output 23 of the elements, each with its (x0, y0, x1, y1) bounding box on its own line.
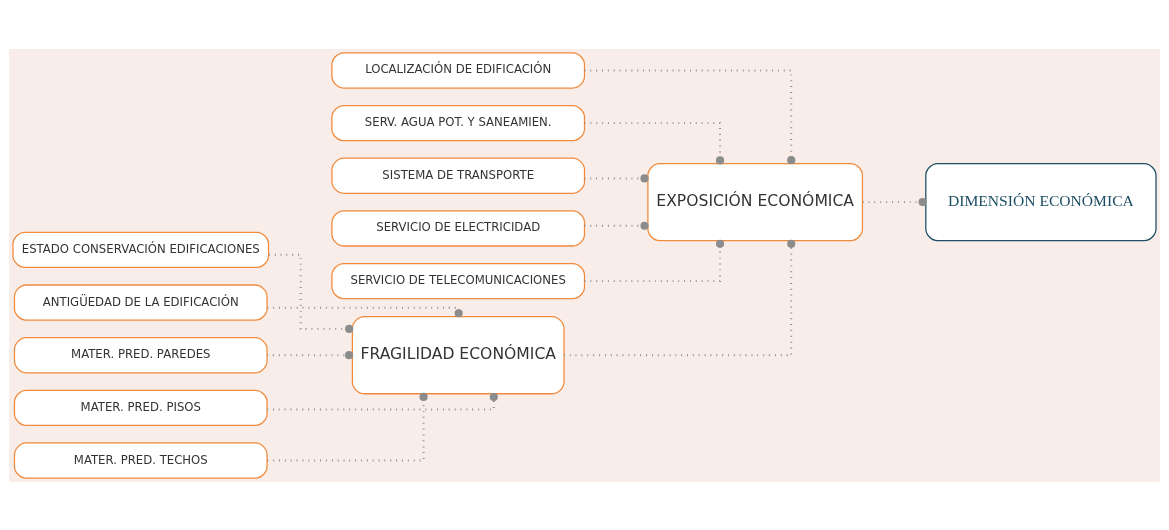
connector (266, 392, 428, 462)
connector (583, 239, 725, 282)
node-box: ANTIGÜEDAD DE LA EDIFICACIÓN (13, 283, 268, 321)
connector (563, 239, 796, 356)
node-box: MATER. PRED. PAREDES (13, 336, 268, 373)
connector (266, 350, 354, 359)
node-box: LOCALIZACIÓN DE EDIFICACIÓN (331, 51, 586, 89)
node-box: FRAGILIDAD ECONÓMICA (351, 315, 565, 394)
node-box: DIMENSIÓN ECONÓMICA (925, 162, 1157, 241)
connector (861, 197, 927, 206)
node-box: EXPOSICIÓN ECONÓMICA (647, 162, 864, 241)
node-box: SERVICIO DE TELECOMUNICACIONES (331, 262, 586, 299)
node-box: SISTEMA DE TRANSPORTE (331, 157, 586, 194)
node-box: MATER. PRED. PISOS (13, 389, 268, 426)
connector (583, 121, 725, 164)
connector (266, 306, 463, 317)
node-box: ESTADO CONSERVACIÓN EDIFICACIONES (12, 231, 270, 268)
connector (266, 392, 498, 411)
connector (583, 68, 796, 164)
connector (267, 253, 354, 333)
node-box: MATER. PRED. TECHOS (13, 441, 268, 479)
node-box: SERV. AGUA POT. Y SANEAMIEN. (331, 104, 586, 141)
node-box: SERVICIO DE ELECTRICIDAD (331, 209, 586, 247)
